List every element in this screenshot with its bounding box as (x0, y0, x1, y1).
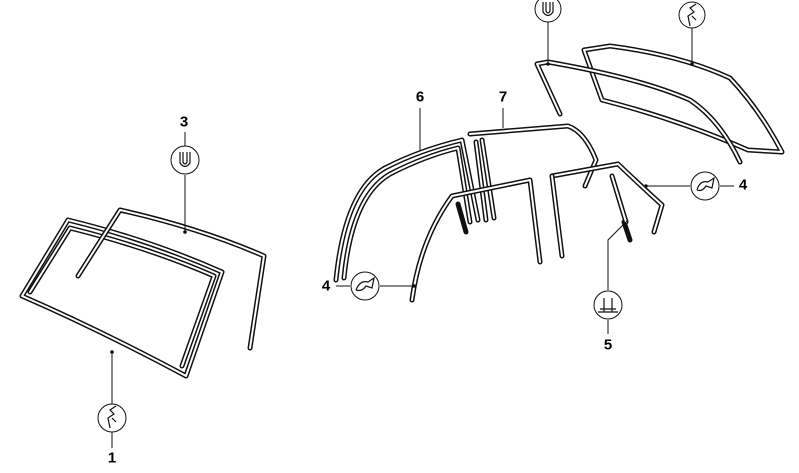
clip-profile-icon (678, 1, 706, 29)
rear-window-seal[interactable] (581, 43, 785, 155)
t-profile-icon (593, 290, 623, 320)
clip-profile-icon (97, 403, 127, 433)
callout-4-rear: 4 (738, 176, 748, 194)
door-channel-front[interactable] (409, 177, 543, 303)
windshield-seal[interactable] (19, 217, 225, 379)
u-profile-icon (170, 145, 200, 175)
windshield-upper-seal[interactable] (75, 207, 267, 351)
seal-profile-icon (690, 171, 720, 201)
rear-window-u-seal[interactable] (534, 59, 743, 165)
callout-6: 6 (415, 88, 425, 106)
callout-4-front: 4 (321, 277, 331, 295)
u-profile-icon (534, 0, 562, 23)
seal-profile-icon (350, 271, 380, 301)
callout-7: 7 (498, 88, 508, 106)
callout-1: 1 (107, 449, 117, 467)
door-seal-rear[interactable] (467, 123, 599, 223)
callout-3: 3 (179, 113, 189, 131)
door-channel-rear[interactable] (549, 161, 665, 259)
door-seal-front[interactable] (333, 137, 481, 283)
callout-5: 5 (603, 336, 613, 354)
